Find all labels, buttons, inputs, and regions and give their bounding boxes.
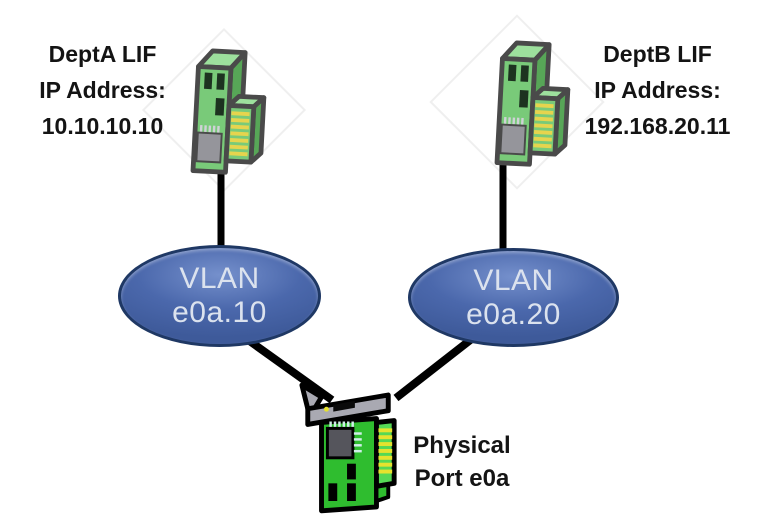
deptB-name: DeptB LIF (603, 41, 712, 67)
nic-bracket (299, 382, 391, 427)
connector-vlanB-to-port (393, 330, 481, 402)
vlan-b-port: e0a.20 (466, 297, 561, 331)
vlan-e0a-10-node: VLAN e0a.10 (118, 245, 321, 347)
deptB-ip-address: 192.168.20.11 (584, 113, 731, 139)
physical-port-label: Physical Port e0a (398, 429, 526, 495)
deptA-ip-address: 10.10.10.10 (41, 113, 164, 139)
card-slots (203, 72, 225, 116)
deptA-ip-caption: IP Address: (39, 77, 166, 103)
vlan-b-title: VLAN (473, 263, 554, 297)
nic-chip (325, 421, 362, 460)
physical-port-label-line1: Physical (413, 432, 511, 459)
nic-slots (328, 463, 356, 501)
vlan-e0a-20-node: VLAN e0a.20 (408, 248, 619, 347)
deptA-lif-label: DeptA LIF IP Address: 10.10.10.10 (15, 36, 190, 144)
chip (195, 124, 223, 164)
edge-connector-pins (533, 103, 554, 149)
deptA-name: DeptA LIF (48, 41, 157, 67)
card-slots (507, 64, 529, 108)
physical-port-label-line2: Port e0a (414, 465, 510, 492)
physical-port-nic-icon (299, 382, 397, 514)
deptB-ip-caption: IP Address: (594, 77, 721, 103)
vlan-a-port: e0a.10 (172, 296, 267, 329)
edge-connector-pins (229, 111, 250, 157)
nic-edge-connector-pins (378, 428, 393, 474)
deptB-network-card-icon (494, 40, 571, 167)
deptB-lif-label: DeptB LIF IP Address: 192.168.20.11 (560, 36, 755, 144)
deptA-network-card-icon (190, 48, 267, 175)
vlan-a-title: VLAN (179, 262, 260, 295)
chip (499, 116, 527, 156)
